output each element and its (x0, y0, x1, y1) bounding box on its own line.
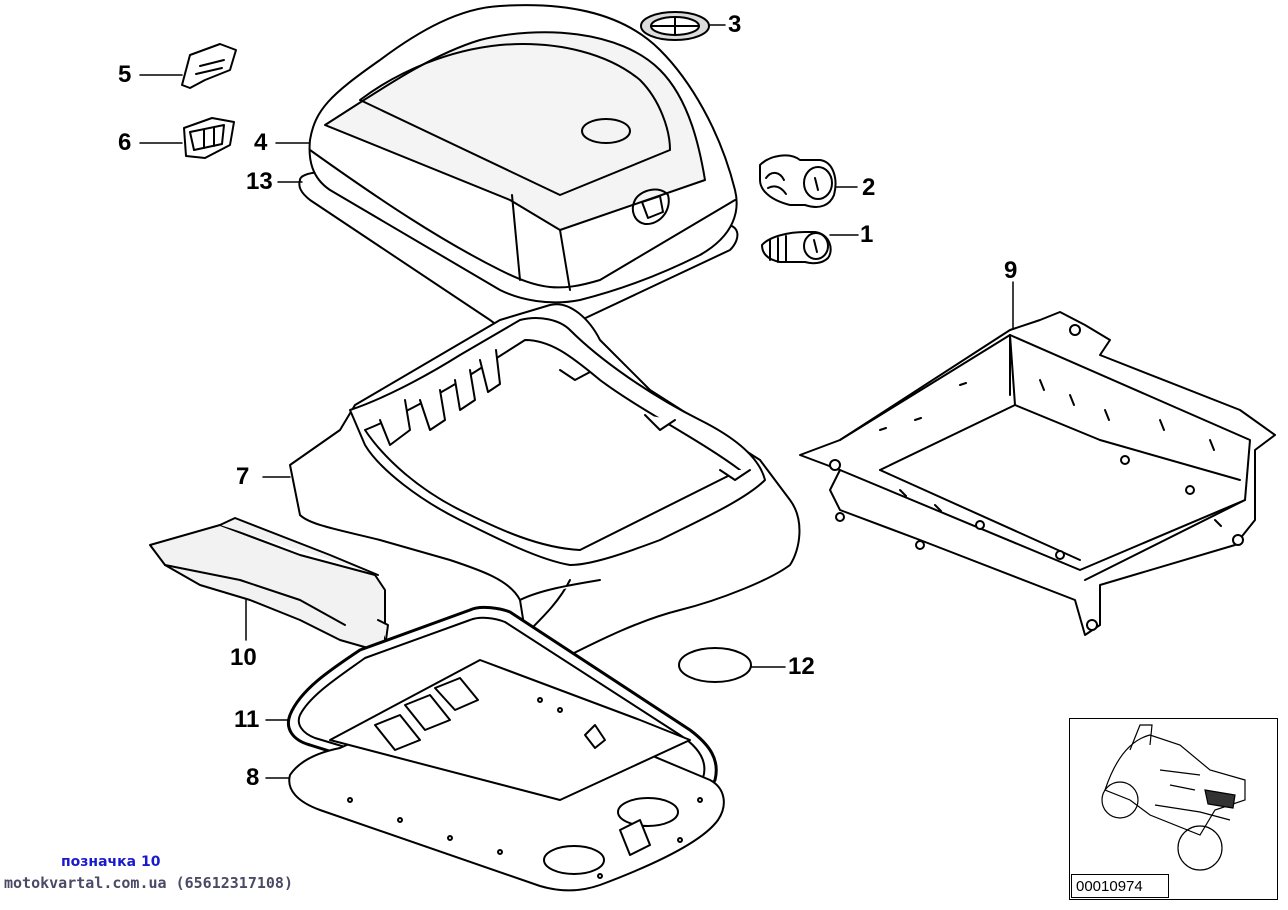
source-watermark: motokvartal.com.ua (65612317108) (4, 874, 293, 892)
callout-11: 11 (234, 706, 260, 733)
callout-9: 9 (1004, 257, 1018, 284)
mounting-bracket-part (799, 311, 1276, 636)
diagram-reference-number: 00010974 (1071, 874, 1169, 898)
callout-12: 12 (788, 653, 815, 680)
base-plate-part (288, 659, 725, 892)
callout-8: 8 (246, 764, 260, 791)
callout-1: 1 (860, 221, 874, 248)
side-panel-part (149, 517, 389, 651)
carrier-housing-part (289, 303, 801, 663)
lock-cylinder-parts (759, 154, 837, 265)
motorcycle-location-inset (1101, 724, 1246, 871)
callout-10: 10 (230, 644, 257, 671)
inset-frame (1069, 718, 1278, 900)
callout-6: 6 (118, 129, 132, 156)
cover-disc-part (678, 647, 752, 683)
handle-cover-part (181, 43, 237, 89)
callout-5: 5 (118, 61, 132, 88)
topcase-lid-part (298, 4, 739, 337)
callout-2: 2 (862, 174, 876, 201)
emblem-part (640, 11, 710, 41)
marker-note: позначка 10 (61, 854, 161, 870)
latch-part (183, 117, 235, 159)
callout-7: 7 (236, 463, 250, 490)
callout-4: 4 (254, 129, 268, 156)
callout-13: 13 (246, 168, 273, 195)
callout-3: 3 (728, 11, 742, 38)
